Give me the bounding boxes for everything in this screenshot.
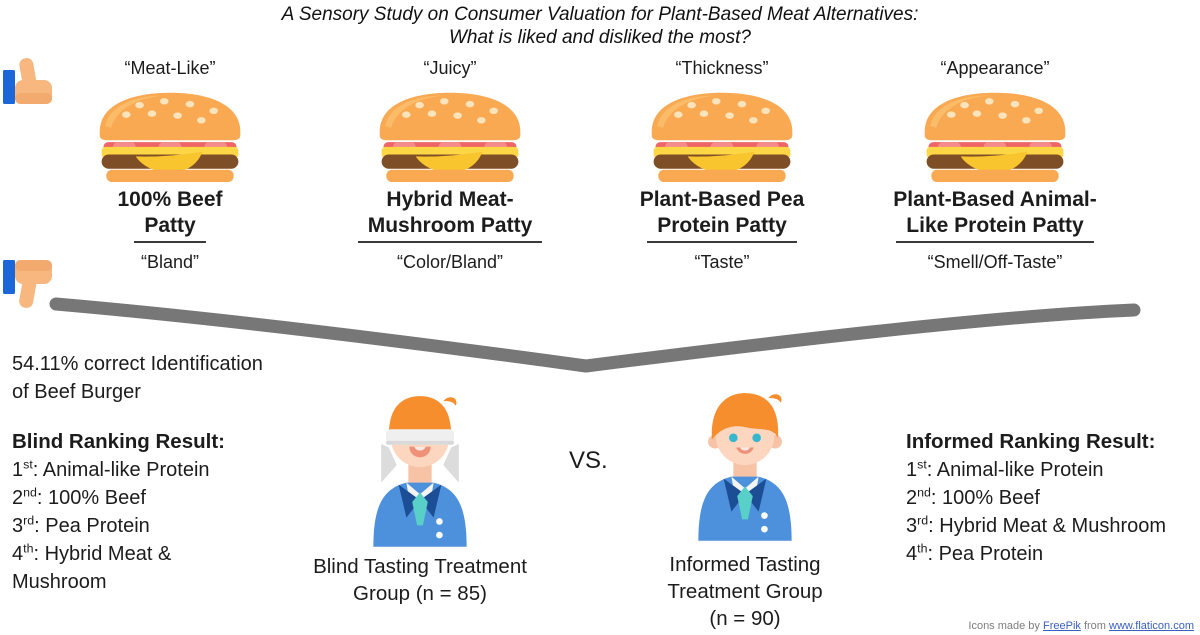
title-line1: A Sensory Study on Consumer Valuation fo… — [281, 4, 919, 25]
blind-ranking-title: Blind Ranking Result: — [12, 430, 225, 453]
thumbs-down-icon — [2, 246, 58, 310]
informed-group-caption-line2: Treatment Group — [667, 580, 823, 603]
patty-name-line2: Mushroom Patty — [357, 213, 543, 243]
rank-item: 3rd: Pea Protein — [12, 513, 150, 537]
rank-item: 2nd: 100% Beef — [12, 485, 146, 509]
burger-column-hybrid: “Juicy” Hybrid Meat- Mushroom Patty “Col… — [310, 58, 590, 273]
patty-name-line1: 100% Beef — [117, 188, 223, 211]
rank-item: 1st: Animal-like Protein — [906, 457, 1104, 481]
blindfolded-person-icon — [352, 391, 488, 549]
burger-icon — [855, 88, 1135, 185]
liked-attribute-label: “Meat-Like” — [124, 58, 216, 78]
gray-swoosh-divider — [40, 288, 1150, 388]
vs-label: VS. — [569, 447, 608, 474]
liked-attribute-label: “Appearance” — [940, 58, 1050, 78]
informed-group-caption: Informed Tasting Treatment Group (n = 90… — [645, 551, 845, 632]
patty-name-line2: Protein Patty — [647, 213, 797, 243]
identification-note-line2: of Beef Burger — [12, 381, 141, 403]
person-icon — [677, 389, 813, 543]
disliked-attribute-label: “Bland” — [140, 252, 200, 272]
burger-column-animal-like: “Appearance” Plant-Based Animal- Like Pr… — [855, 58, 1135, 273]
burger-column-pea: “Thickness” Plant-Based Pea Protein Patt… — [582, 58, 862, 273]
credit-middle: from — [1080, 620, 1110, 632]
rank-item: 4th: Pea Protein — [906, 541, 1044, 565]
patty-name: Plant-Based Animal- Like Protein Patty — [855, 187, 1135, 243]
informed-group-caption-line3: (n = 90) — [709, 607, 781, 630]
liked-attribute-label: “Thickness” — [675, 58, 769, 78]
liked-attribute-label: “Juicy” — [423, 58, 477, 78]
blind-ranking-result: Blind Ranking Result: 1st: Animal-like P… — [12, 428, 268, 596]
credit-prefix: Icons made by — [968, 620, 1043, 632]
rank-item: 1st: Animal-like Protein — [12, 457, 210, 481]
rank-item: 4th: Hybrid Meat & Mushroom — [12, 541, 172, 593]
informed-ranking-result: Informed Ranking Result: 1st: Animal-lik… — [906, 428, 1168, 568]
informed-ranking-title: Informed Ranking Result: — [906, 430, 1156, 453]
thumbs-up-icon — [2, 56, 58, 118]
informed-group-caption-line1: Informed Tasting — [669, 553, 821, 576]
patty-name-line1: Hybrid Meat- — [386, 188, 514, 211]
icon-credit: Icons made by FreePik from www.flaticon.… — [968, 620, 1194, 632]
disliked-attribute-label: “Smell/Off-Taste” — [927, 252, 1063, 272]
patty-name-line2: Patty — [134, 213, 206, 243]
patty-name: Hybrid Meat- Mushroom Patty — [310, 187, 590, 243]
patty-name: Plant-Based Pea Protein Patty — [582, 187, 862, 243]
patty-name-line1: Plant-Based Pea — [639, 188, 805, 211]
burger-icon — [310, 88, 590, 185]
disliked-attribute-label: “Color/Bland” — [396, 252, 504, 272]
disliked-attribute-label: “Taste” — [694, 252, 750, 272]
title-line2: What is liked and disliked the most? — [448, 27, 752, 48]
rank-item: 3rd: Hybrid Meat & Mushroom — [906, 513, 1167, 537]
burger-icon — [582, 88, 862, 185]
identification-note-line1: 54.11% correct Identification — [12, 353, 263, 375]
blind-group-caption-line2: Group (n = 85) — [353, 582, 487, 605]
blind-group-caption: Blind Tasting Treatment Group (n = 85) — [288, 553, 552, 607]
burger-icon — [30, 88, 310, 185]
page-title: A Sensory Study on Consumer Valuation fo… — [0, 3, 1200, 49]
freepik-link[interactable]: FreePik — [1042, 620, 1081, 632]
blind-group-caption-line1: Blind Tasting Treatment — [313, 555, 527, 578]
burger-column-beef: “Meat-Like” 100% Beef Patty “Bland” — [30, 58, 310, 273]
flaticon-link[interactable]: www.flaticon.com — [1109, 620, 1194, 632]
rank-item: 2nd: 100% Beef — [906, 485, 1040, 509]
patty-name: 100% Beef Patty — [30, 187, 310, 243]
identification-note: 54.11% correct Identification of Beef Bu… — [12, 350, 263, 406]
patty-name-line1: Plant-Based Animal- — [893, 188, 1097, 211]
patty-name-line2: Like Protein Patty — [896, 213, 1094, 243]
